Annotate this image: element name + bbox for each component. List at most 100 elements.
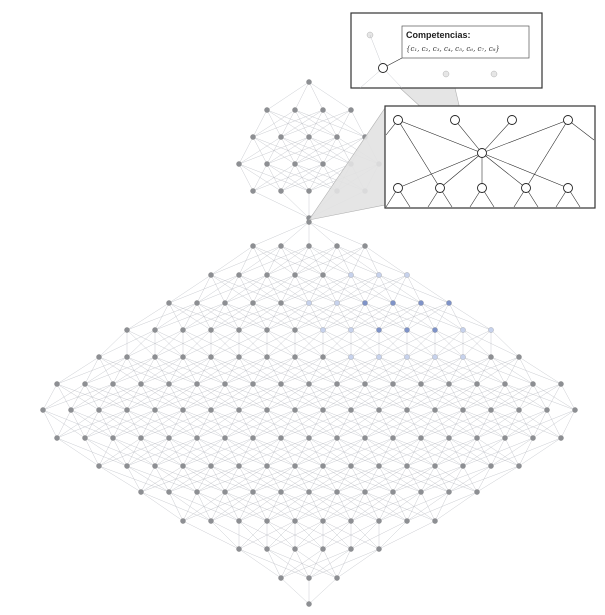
lattice-edge [182,491,226,522]
lattice-edge [434,383,506,411]
lattice-edge [238,548,282,579]
lattice-node [236,546,242,552]
lattice-node [432,518,438,524]
lattice-node [306,489,312,495]
lattice-edge [266,329,324,358]
lattice-edge [280,356,352,385]
lattice-node [474,489,480,495]
lattice-node [362,489,368,495]
lattice-edge [140,491,184,522]
sublattice-node [348,107,354,113]
lattice-node [446,300,452,306]
lattice-edge [224,274,296,304]
lattice-edge [196,274,268,304]
sublattice-edge [280,109,324,138]
lattice-edge [392,409,464,439]
lattice-edge [252,356,324,385]
lattice-node [292,354,298,360]
lattice-edge [308,548,352,579]
lattice-edge [364,274,408,304]
lattice-node [306,300,312,306]
lattice-node [320,354,326,360]
sublattice-edge [266,81,310,111]
lattice-edge [252,465,324,493]
lattice-node [292,546,298,552]
lattice-edge [294,437,366,467]
lattice-edge [378,520,436,550]
lattice-edge [126,329,156,358]
lattice-node [264,518,270,524]
zoom-box-content [385,115,595,208]
lattice-edge [154,383,226,411]
lattice-node [418,381,424,387]
lattice-edge [266,491,310,522]
lattice-node [320,272,326,278]
lattice-edge [322,245,366,276]
competencias-formula: {c₁, c₂, c₃, c₄, c₅, c₆, c₇, c₈} [406,45,500,53]
lattice-edge [392,356,464,385]
lattice-edge [154,329,212,358]
lattice-edge [406,383,478,411]
lattice-node [432,463,438,469]
zoom-edge [481,119,569,154]
lattice-node [460,327,466,333]
lattice-edge [448,409,520,439]
lattice-node [390,435,396,441]
lattice-edge [560,409,576,439]
lattice-edge [280,577,310,605]
sublattice-node [334,134,340,140]
lattice-edge [210,245,282,276]
zoom-node [450,115,460,125]
lattice-node [152,327,158,333]
sublattice-edge [238,163,254,192]
lattice-edge [42,383,86,411]
lattice-node [264,407,270,413]
sublattice-edge [280,163,324,192]
lattice-edge [336,356,408,385]
lattice-edge [238,383,282,411]
lattice-node [250,489,256,495]
lattice-edge [420,356,464,385]
lattice-edge [126,383,198,411]
lattice-edge [462,383,534,411]
lattice-node [446,381,452,387]
lattice-edge [210,383,254,411]
lattice-node [306,575,312,581]
lattice-edge [294,520,324,550]
lattice-edge [266,302,338,331]
lattice-edge [364,465,408,493]
lattice-edge [210,302,254,331]
lattice-node [362,243,368,249]
lattice-edge [182,302,226,331]
lattice-edge [238,383,310,411]
lattice-edge [154,302,198,331]
lattice-edge [266,245,338,276]
sublattice-edge [252,109,268,138]
lattice-node [404,354,410,360]
sublattice-edge [252,109,324,138]
sublattice-node [320,107,326,113]
lattice-edge [238,491,310,522]
lattice-edge [364,245,408,276]
lattice-edge [476,409,548,439]
lattice-node [222,435,228,441]
lattice-node [124,407,130,413]
lattice-edge [280,221,310,247]
lattice-node [180,463,186,469]
lattice-node [152,463,158,469]
lattice-edge [490,437,534,467]
lattice-edge [336,465,380,493]
lattice-node [124,327,130,333]
lattice-edge [154,437,198,467]
sublattice-edge [280,163,352,192]
sublattice-edge [308,81,352,111]
sublattice-edge [252,163,324,192]
lattice-node [418,435,424,441]
lattice-edge [42,409,58,439]
lattice-node [432,327,438,333]
sublattice-node [264,161,270,167]
lattice-edge [378,437,422,467]
lattice-edge [238,520,268,550]
lattice-node [334,435,340,441]
